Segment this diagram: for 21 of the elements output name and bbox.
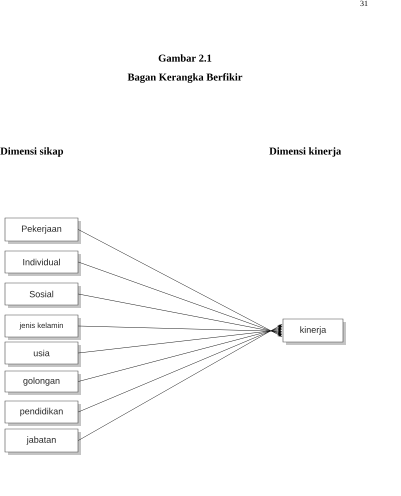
page-number: 31 — [360, 0, 368, 6]
text-box: Individual — [4, 250, 81, 276]
text-box: golongan — [4, 370, 81, 395]
column-heading: Dimensi sikap — [0, 147, 64, 157]
arrow — [78, 326, 282, 333]
text-box: usia — [4, 342, 81, 367]
figure-number: Gambar 2.1 — [158, 54, 212, 62]
arrow — [78, 326, 282, 412]
text-box: jabatan — [4, 428, 81, 455]
arrow — [78, 327, 282, 382]
text-box: pendidikan — [4, 400, 81, 426]
arrow — [78, 328, 282, 354]
text-box: kinerja — [282, 318, 346, 345]
text-box: Sosial — [4, 282, 81, 308]
text-box: Pekerjaan — [4, 218, 81, 244]
arrow — [78, 324, 282, 441]
arrow — [78, 229, 282, 337]
column-heading: Dimensi kinerja — [269, 147, 342, 157]
arrow — [78, 262, 282, 335]
arrow — [78, 294, 282, 334]
figure-title: Bagan Kerangka Berfikir — [128, 73, 242, 83]
